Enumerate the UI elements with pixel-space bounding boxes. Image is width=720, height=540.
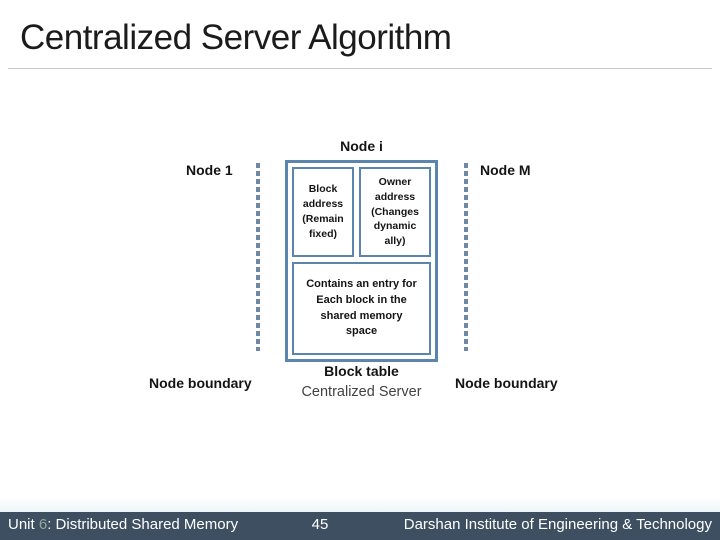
node-boundary-right-label: Node boundary [455,375,558,391]
owner-address-cell: Owner address (Changes dynamic ally) [359,167,431,257]
block-address-line: address [302,198,344,211]
entry-description-cell: Contains an entry for Each block in the … [292,262,431,355]
title-divider [8,68,712,69]
owner-address-line: (Changes [371,205,419,218]
block-table-top-row: Block address (Remain fixed) Owner addre… [292,167,431,257]
node-i-label: Node i [340,138,383,154]
owner-address-line: Owner [378,175,412,188]
entry-description-line: Each block in the [316,293,407,306]
owner-address-line: dynamic [373,220,417,233]
block-table-box: Block address (Remain fixed) Owner addre… [285,160,438,362]
block-address-line: fixed) [308,227,337,240]
block-address-cell: Block address (Remain fixed) [292,167,354,257]
node-boundary-left-line [256,163,260,351]
block-address-line: Block [308,183,338,196]
node-1-label: Node 1 [186,162,233,178]
centralized-server-label: Centralized Server [301,384,422,400]
block-table-label: Block table [324,363,399,379]
owner-address-line: address [374,190,416,203]
owner-address-line: ally) [384,235,406,248]
block-address-line: (Remain [302,213,344,225]
footer-page-number: 45 [311,516,329,533]
footer-institute-text: Darshan Institute of Engineering & Techn… [403,516,712,533]
footer-unit-number: 6 [38,516,48,533]
footer-unit-rest: : Distributed Shared Memory [47,516,239,533]
footer-unit-word: Unit [8,516,39,533]
entry-description-line: shared memory [320,309,403,322]
footer-bar: Unit 6: Distributed Shared Memory 45 Dar… [0,512,720,540]
footer-gradient-strip [0,497,720,512]
slide-title: Centralized Server Algorithm [20,18,452,57]
node-boundary-left-label: Node boundary [149,375,252,391]
footer-unit-text: Unit 6: Distributed Shared Memory [8,516,238,533]
entry-description-line: Contains an entry for [306,277,417,290]
entry-description-line: space [345,325,378,338]
node-m-label: Node M [480,162,531,178]
node-boundary-right-line [464,163,468,351]
